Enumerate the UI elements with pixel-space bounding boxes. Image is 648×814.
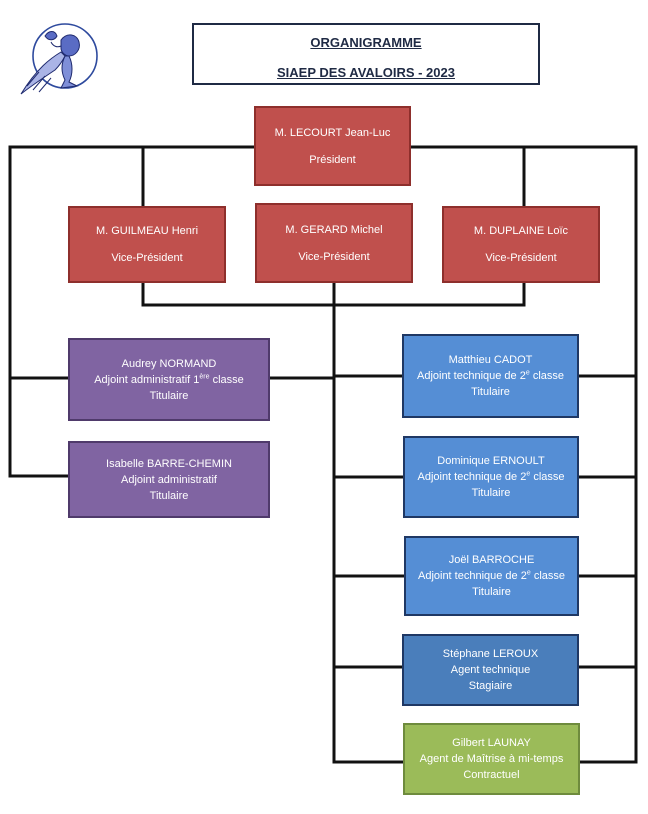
node-role: Vice-Président — [111, 252, 183, 264]
node-role: Adjoint technique de 2e classe — [416, 369, 565, 382]
node-role: Agent de Maîtrise à mi-temps — [419, 753, 564, 765]
chart-title-box: ORGANIGRAMME SIAEP DES AVALOIRS - 2023 — [192, 23, 540, 85]
node-role: Président — [309, 153, 356, 166]
node-name: Matthieu CADOT — [448, 354, 533, 366]
node-name: Gilbert LAUNAY — [452, 737, 531, 749]
chart-title: ORGANIGRAMME — [310, 35, 422, 50]
node-name: Stéphane LEROUX — [442, 648, 539, 660]
node-status: Titulaire — [472, 586, 511, 598]
node-status: Stagiaire — [468, 680, 513, 692]
node-name: M. DUPLAINE Loïc — [473, 225, 569, 237]
node-name: M. LECOURT Jean-Luc — [274, 126, 391, 139]
node-status: Titulaire — [471, 386, 510, 398]
admin-staff-node: Isabelle BARRE-CHEMIN Adjoint administra… — [68, 441, 270, 518]
admin-staff-node: Audrey NORMAND Adjoint administratif 1èr… — [68, 338, 270, 421]
node-role: Vice-Président — [485, 252, 557, 264]
vice-president-node: M. GERARD Michel Vice-Président — [255, 203, 413, 283]
chart-subtitle: SIAEP DES AVALOIRS - 2023 — [277, 65, 455, 80]
node-role: Agent technique — [450, 664, 531, 676]
node-name: Isabelle BARRE-CHEMIN — [106, 457, 232, 470]
tech-staff-node: Dominique ERNOULT Adjoint technique de 2… — [403, 436, 579, 518]
tech-staff-node: Stéphane LEROUX Agent technique Stagiair… — [402, 634, 579, 706]
node-name: Audrey NORMAND — [121, 357, 217, 370]
node-name: M. GERARD Michel — [285, 223, 383, 236]
node-name: Dominique ERNOULT — [437, 455, 545, 467]
node-role: Adjoint technique de 2e classe — [417, 569, 566, 582]
node-status: Titulaire — [149, 489, 189, 502]
node-role: Adjoint technique de 2e classe — [417, 470, 565, 483]
president-node: M. LECOURT Jean-Luc Président — [254, 106, 411, 186]
node-role: Adjoint administratif — [121, 473, 217, 486]
siaep-logo-icon — [20, 23, 98, 95]
tech-staff-node: Joël BARROCHE Adjoint technique de 2e cl… — [404, 536, 579, 616]
node-status: Titulaire — [471, 487, 511, 499]
node-name: M. GUILMEAU Henri — [95, 225, 199, 237]
contract-staff-node: Gilbert LAUNAY Agent de Maîtrise à mi-te… — [403, 723, 580, 795]
node-status: Contractuel — [463, 769, 520, 781]
vice-president-node: M. DUPLAINE Loïc Vice-Président — [442, 206, 600, 283]
node-role: Adjoint administratif 1ère classe — [94, 372, 244, 386]
node-role: Vice-Président — [298, 250, 370, 263]
vice-president-node: M. GUILMEAU Henri Vice-Président — [68, 206, 226, 283]
node-status: Titulaire — [149, 389, 189, 402]
tech-staff-node: Matthieu CADOT Adjoint technique de 2e c… — [402, 334, 579, 418]
node-name: Joël BARROCHE — [448, 554, 535, 566]
